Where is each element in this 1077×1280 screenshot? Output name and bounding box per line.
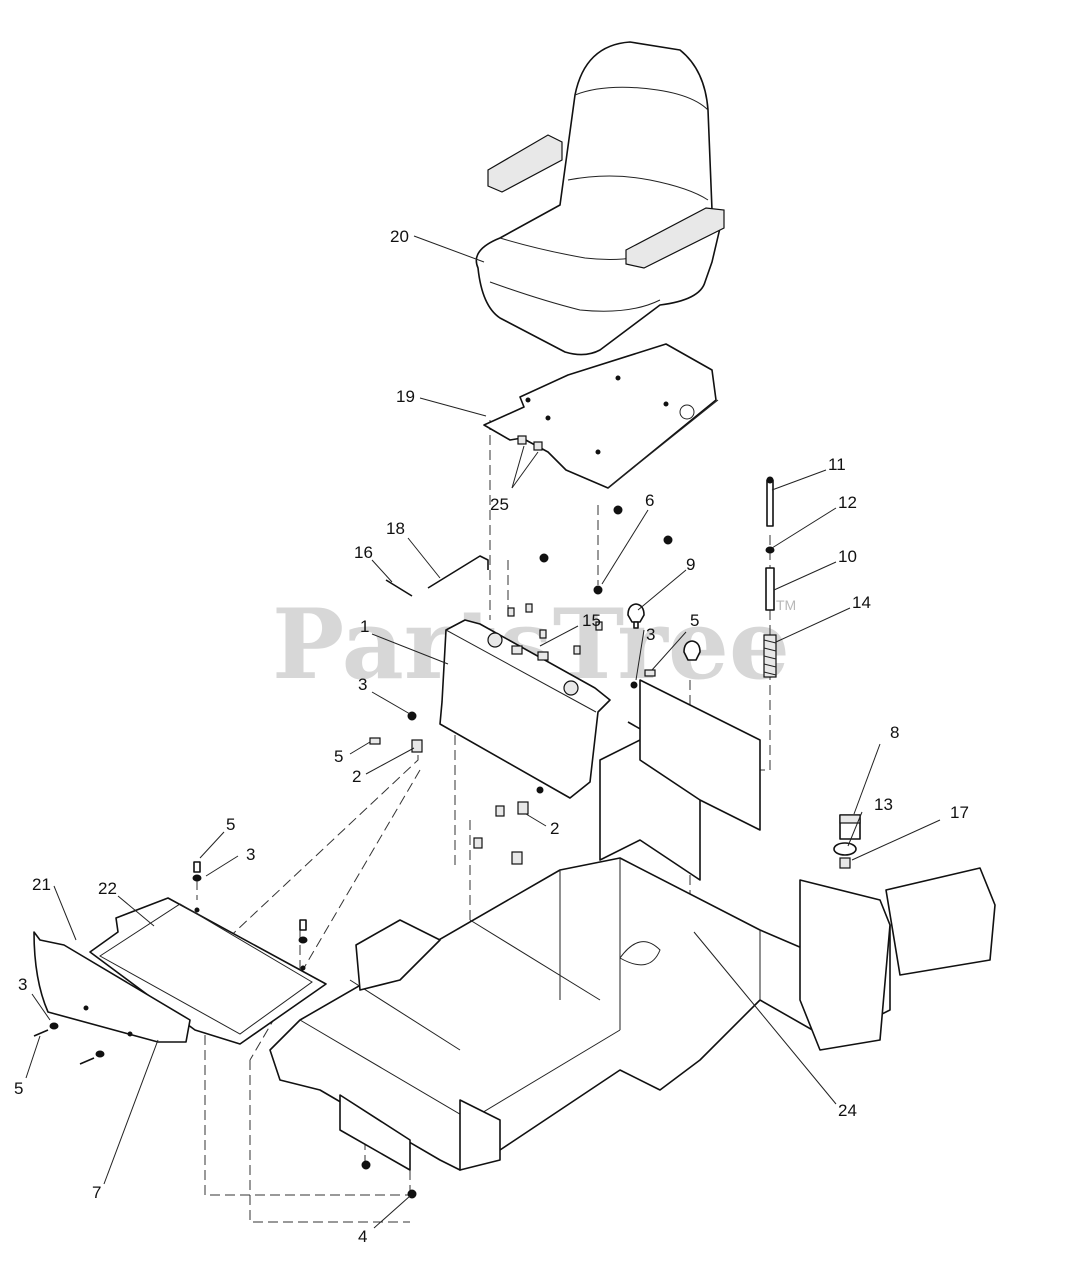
bolts-5-3-part[interactable] [192, 861, 308, 944]
seat-bracket-part[interactable] [439, 619, 657, 799]
pin-16-part[interactable] [385, 579, 413, 597]
callout-15: 15 [582, 611, 601, 630]
callout-7: 7 [92, 1183, 101, 1202]
callout-2-left: 2 [352, 767, 361, 786]
footrest-rail-part[interactable] [33, 931, 191, 1043]
seat-pan-part[interactable] [483, 343, 719, 489]
callout-10: 10 [838, 547, 857, 566]
nut-17-part[interactable] [839, 857, 851, 869]
callout-25: 25 [490, 495, 509, 514]
callout-11: 11 [828, 455, 846, 474]
callout-5-rail: 5 [14, 1079, 23, 1098]
callout-18: 18 [386, 519, 405, 538]
callout-5-upper: 5 [690, 611, 699, 630]
callout-21: 21 [32, 875, 51, 894]
callout-20: 20 [390, 227, 409, 246]
callout-2-right: 2 [550, 819, 559, 838]
callout-22: 22 [98, 879, 117, 898]
callout-8: 8 [890, 723, 899, 742]
callout-1: 1 [360, 617, 369, 636]
bolt-11-part[interactable] [766, 476, 774, 527]
callout-3-rail: 3 [18, 975, 27, 994]
hardware-misc-part[interactable] [369, 603, 656, 865]
leader-lines [25, 235, 941, 1229]
watermark-trademark: TM [776, 597, 796, 613]
washer-13-part[interactable] [833, 842, 857, 856]
callout-17: 17 [950, 803, 969, 822]
spacer-10-part[interactable] [765, 567, 775, 611]
callout-14: 14 [852, 593, 871, 612]
callout-16: 16 [354, 543, 373, 562]
callout-labels: 20 19 25 11 12 10 14 6 9 18 16 15 1 3 5 … [14, 227, 969, 1246]
bumper-5-part[interactable] [683, 640, 701, 661]
callout-6: 6 [645, 491, 654, 510]
callout-13: 13 [874, 795, 893, 814]
callout-12: 12 [838, 493, 857, 512]
callout-24: 24 [838, 1101, 857, 1120]
washer-12-part[interactable] [765, 546, 775, 554]
rod-18-part[interactable] [427, 555, 489, 589]
callout-9: 9 [686, 555, 695, 574]
callout-3-bracket: 3 [358, 675, 367, 694]
seat-part[interactable] [475, 41, 725, 356]
nuts-25-part[interactable] [517, 435, 543, 451]
bolts-rail-part[interactable] [33, 1022, 105, 1065]
callout-5-bracket: 5 [334, 747, 343, 766]
callout-4: 4 [358, 1227, 367, 1246]
chassis-frame-part[interactable] [269, 679, 996, 1171]
callout-3-upper: 3 [646, 625, 655, 644]
callout-19: 19 [396, 387, 415, 406]
callout-5-footrest: 5 [226, 815, 235, 834]
switch-8-part[interactable] [839, 814, 861, 840]
nuts-6-part[interactable] [539, 505, 673, 595]
callout-3-footrest: 3 [246, 845, 255, 864]
footrest-plate-part[interactable] [89, 897, 327, 1045]
spring-14-part[interactable] [763, 634, 777, 678]
